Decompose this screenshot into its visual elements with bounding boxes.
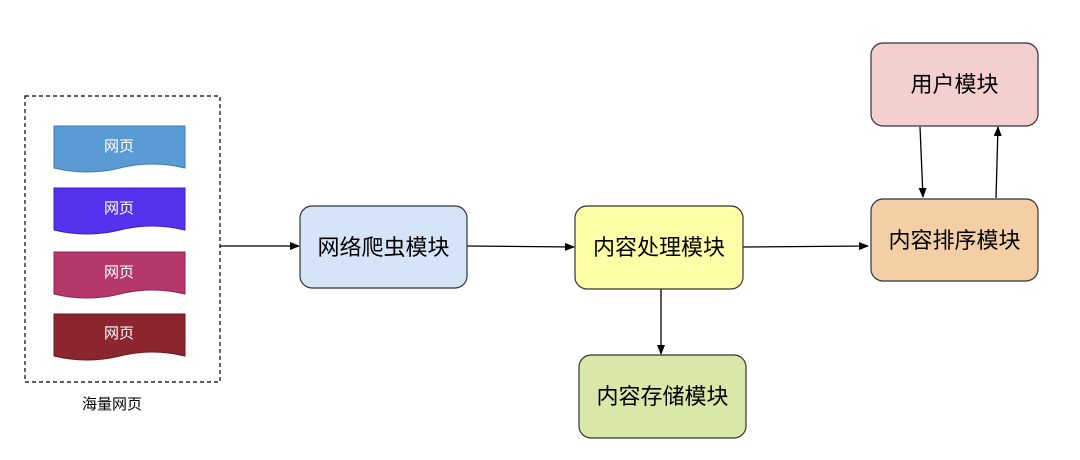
edges: [220, 126, 1002, 355]
document-label: 网页: [104, 263, 134, 281]
node-crawler-module: 网络爬虫模块: [299, 205, 468, 289]
node-label: 用户模块: [910, 73, 998, 98]
document-shape: [53, 313, 186, 361]
edge-ranking-to-user: [993, 126, 1002, 199]
document-label: 网页: [104, 137, 134, 155]
node-label: 内容存储模块: [596, 385, 728, 410]
webpage-source-group: 网页 网页 网页 网页 海量网页: [24, 95, 221, 413]
node-box: [870, 42, 1039, 127]
document-shape: [53, 251, 186, 299]
webpage-document-1: 网页: [53, 125, 186, 173]
webpage-group-border: [24, 95, 221, 383]
webpage-document-4: 网页: [53, 313, 186, 361]
node-label: 内容排序模块: [888, 229, 1020, 254]
edge-user-to-ranking: [918, 126, 927, 198]
node-user-module: 用户模块: [870, 42, 1039, 127]
node-box: [578, 354, 747, 439]
node-label: 网络爬虫模块: [317, 236, 449, 261]
node-box: [574, 205, 744, 290]
node-label: 内容处理模块: [593, 236, 725, 261]
document-label: 网页: [104, 324, 134, 342]
edge-processing-to-ranking: [742, 242, 869, 251]
webpage-group-caption: 海量网页: [82, 395, 142, 413]
webpage-document-3: 网页: [53, 251, 186, 299]
node-box: [299, 205, 468, 289]
node-ranking-module: 内容排序模块: [870, 198, 1039, 282]
node-processing-module: 内容处理模块: [574, 205, 744, 290]
document-label: 网页: [104, 199, 134, 217]
node-storage-module: 内容存储模块: [578, 354, 747, 439]
document-shape: [53, 125, 186, 173]
document-shape: [53, 187, 186, 235]
node-box: [870, 198, 1039, 282]
edge-crawler-to-processing: [466, 242, 575, 251]
webpage-document-2: 网页: [53, 187, 186, 235]
